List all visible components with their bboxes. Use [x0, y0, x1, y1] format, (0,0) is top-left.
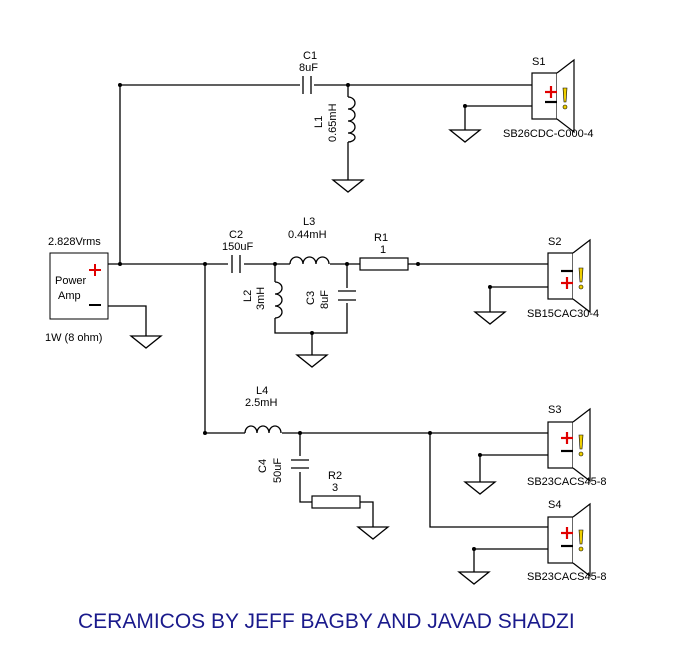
inductor-l1: L1 0.65mH [313, 96, 356, 143]
l1-ref: L1 [313, 116, 325, 128]
speaker-s2: S2 [547, 236, 591, 314]
r2-ref: R2 [328, 470, 342, 482]
c2-value: 150uF [222, 241, 253, 253]
wires [108, 84, 548, 572]
plus-icon [89, 264, 101, 276]
capacitor-c4: C4 50uF [257, 458, 309, 483]
power-amp: 2.828Vrms Power Amp 1W (8 ohm) [45, 236, 109, 344]
s1-ref: S1 [532, 56, 545, 68]
l1-value: 0.65mH [327, 103, 339, 142]
inductor-l2: L2 3mH [242, 281, 283, 319]
inductor-l4: L4 2.5mH [244, 385, 282, 434]
l2-ref: L2 [242, 290, 254, 302]
speaker-s4: S4 [547, 499, 591, 578]
resistor-r2: R2 3 [311, 470, 361, 509]
c4-ref: C4 [257, 459, 269, 473]
l3-ref: L3 [303, 216, 315, 228]
l2-value: 3mH [255, 287, 267, 310]
c2-ref: C2 [229, 229, 243, 241]
l4-ref: L4 [256, 385, 268, 397]
warning-icon [578, 434, 584, 457]
capacitor-c2: C2 150uF [222, 229, 253, 273]
s2-model: SB15CAC30-4 [527, 308, 599, 320]
s1-model: SB26CDC-C000-4 [503, 128, 593, 140]
speaker-s1: S1 [531, 56, 575, 134]
resistor-r1: R1 1 [359, 232, 409, 271]
r2-value: 3 [332, 482, 338, 494]
diagram-title: CERAMICOS BY JEFF BAGBY AND JAVAD SHADZI [78, 610, 575, 633]
inductor-l3: L3 0.44mH [288, 216, 330, 265]
junction-dots [118, 83, 492, 551]
c1-ref: C1 [303, 50, 317, 62]
l4-value: 2.5mH [245, 397, 277, 409]
warning-icon [578, 529, 584, 552]
l3-value: 0.44mH [288, 229, 327, 241]
s3-ref: S3 [548, 404, 561, 416]
s2-ref: S2 [548, 236, 561, 248]
r1-ref: R1 [374, 232, 388, 244]
amp-label-line2: Amp [58, 290, 81, 302]
s3-model: SB23CACS45-8 [527, 476, 607, 488]
ground-symbols [129, 129, 507, 585]
amp-power-rating: 1W (8 ohm) [45, 332, 102, 344]
plus-icon [561, 277, 573, 289]
c1-value: 8uF [299, 62, 318, 74]
plus-icon [545, 86, 557, 98]
warning-icon [578, 267, 584, 290]
amp-label-line1: Power [55, 275, 87, 287]
capacitor-c3: C3 8uF [305, 290, 356, 309]
c4-value: 50uF [272, 458, 284, 483]
plus-icon [561, 527, 573, 539]
warning-icon [562, 87, 568, 110]
c3-value: 8uF [319, 290, 331, 309]
source-voltage: 2.828Vrms [48, 236, 101, 248]
s4-ref: S4 [548, 499, 561, 511]
s4-model: SB23CACS45-8 [527, 571, 607, 583]
speaker-s3: S3 [547, 404, 591, 483]
capacitor-c1: C1 8uF [299, 50, 318, 94]
c3-ref: C3 [305, 291, 317, 305]
r1-value: 1 [380, 244, 386, 256]
plus-icon [561, 432, 573, 444]
